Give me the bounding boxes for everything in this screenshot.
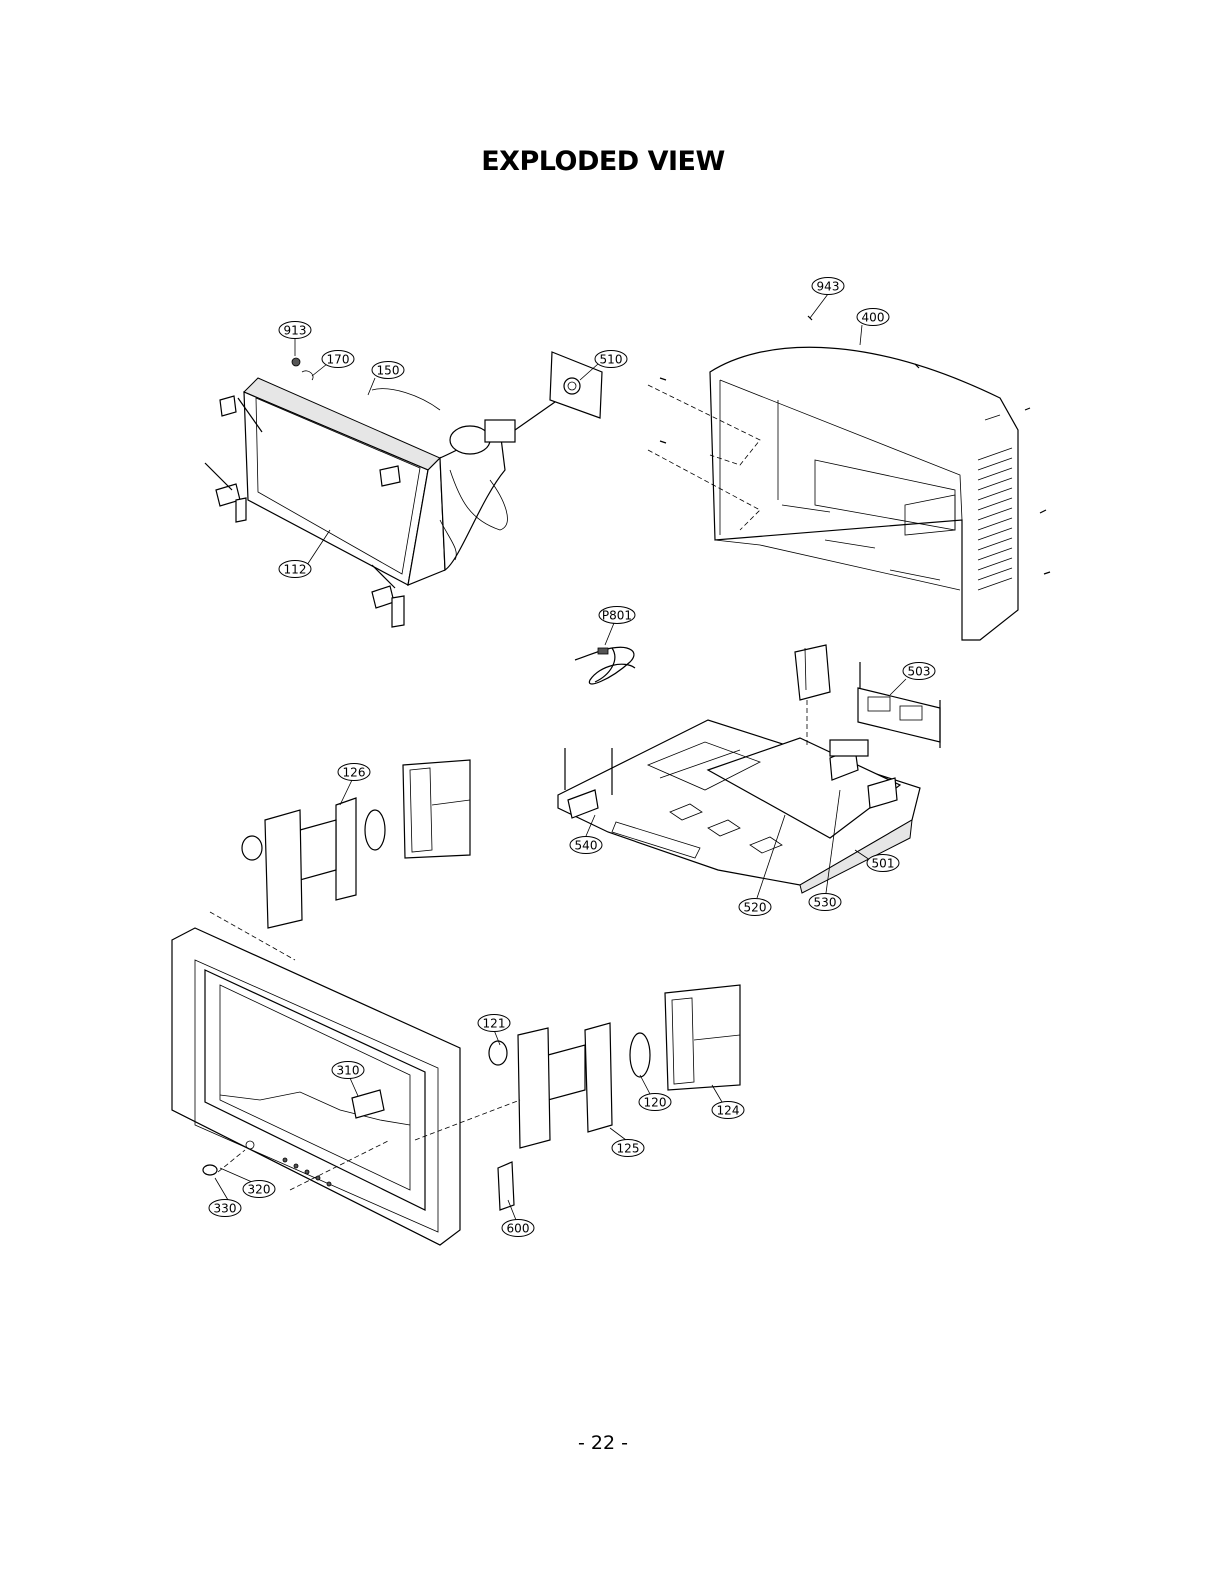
callout-503-label: 503 [908, 665, 931, 679]
callout-126: 126 [338, 764, 370, 781]
callout-400: 400 [857, 309, 889, 326]
callout-501-label: 501 [872, 857, 895, 871]
back-cover [648, 316, 1050, 640]
callout-120: 120 [639, 1094, 671, 1111]
callout-520: 520 [739, 899, 771, 916]
callout-121: 121 [478, 1015, 510, 1032]
callout-540: 540 [570, 837, 602, 854]
callout-501: 501 [867, 855, 899, 872]
callout-125: 125 [612, 1140, 644, 1157]
speaker-assembly-left [415, 985, 740, 1210]
callout-510-label: 510 [600, 353, 623, 367]
callout-P801-label: P801 [602, 609, 632, 623]
callout-943: 943 [812, 278, 844, 295]
callout-121-label: 121 [483, 1017, 506, 1031]
picture-tube-assembly [205, 352, 602, 627]
callout-503: 503 [903, 663, 935, 680]
callout-170-label: 170 [327, 353, 350, 367]
callout-530: 530 [809, 894, 841, 911]
callout-310: 310 [332, 1062, 364, 1079]
callout-150-label: 150 [377, 364, 400, 378]
callout-112: 112 [279, 561, 311, 578]
callout-530-label: 530 [814, 896, 837, 910]
callout-540-label: 540 [575, 839, 598, 853]
front-cabinet [172, 928, 460, 1245]
page-number: - 22 - [0, 1432, 1206, 1454]
callout-330: 330 [209, 1200, 241, 1217]
callout-124: 124 [712, 1102, 744, 1119]
callout-913-label: 913 [284, 324, 307, 338]
callout-125-label: 125 [617, 1142, 640, 1156]
power-cord [575, 647, 635, 684]
callout-400-label: 400 [862, 311, 885, 325]
callout-600: 600 [502, 1220, 534, 1237]
callout-943-label: 943 [817, 280, 840, 294]
callout-320: 320 [243, 1181, 275, 1198]
callout-150: 150 [372, 362, 404, 379]
callout-P801: P801 [599, 607, 635, 624]
callout-120-label: 120 [644, 1096, 667, 1110]
callout-310-label: 310 [337, 1064, 360, 1078]
speaker-assembly-right [210, 760, 470, 960]
callout-510: 510 [595, 351, 627, 368]
callout-600-label: 600 [507, 1222, 530, 1236]
callout-520-label: 520 [744, 901, 767, 915]
callout-112-label: 112 [284, 563, 307, 577]
callout-330-label: 330 [214, 1202, 237, 1216]
callout-124-label: 124 [717, 1104, 740, 1118]
callout-320-label: 320 [248, 1183, 271, 1197]
callout-126-label: 126 [343, 766, 366, 780]
callout-170: 170 [322, 351, 354, 368]
callout-913: 913 [279, 322, 311, 339]
